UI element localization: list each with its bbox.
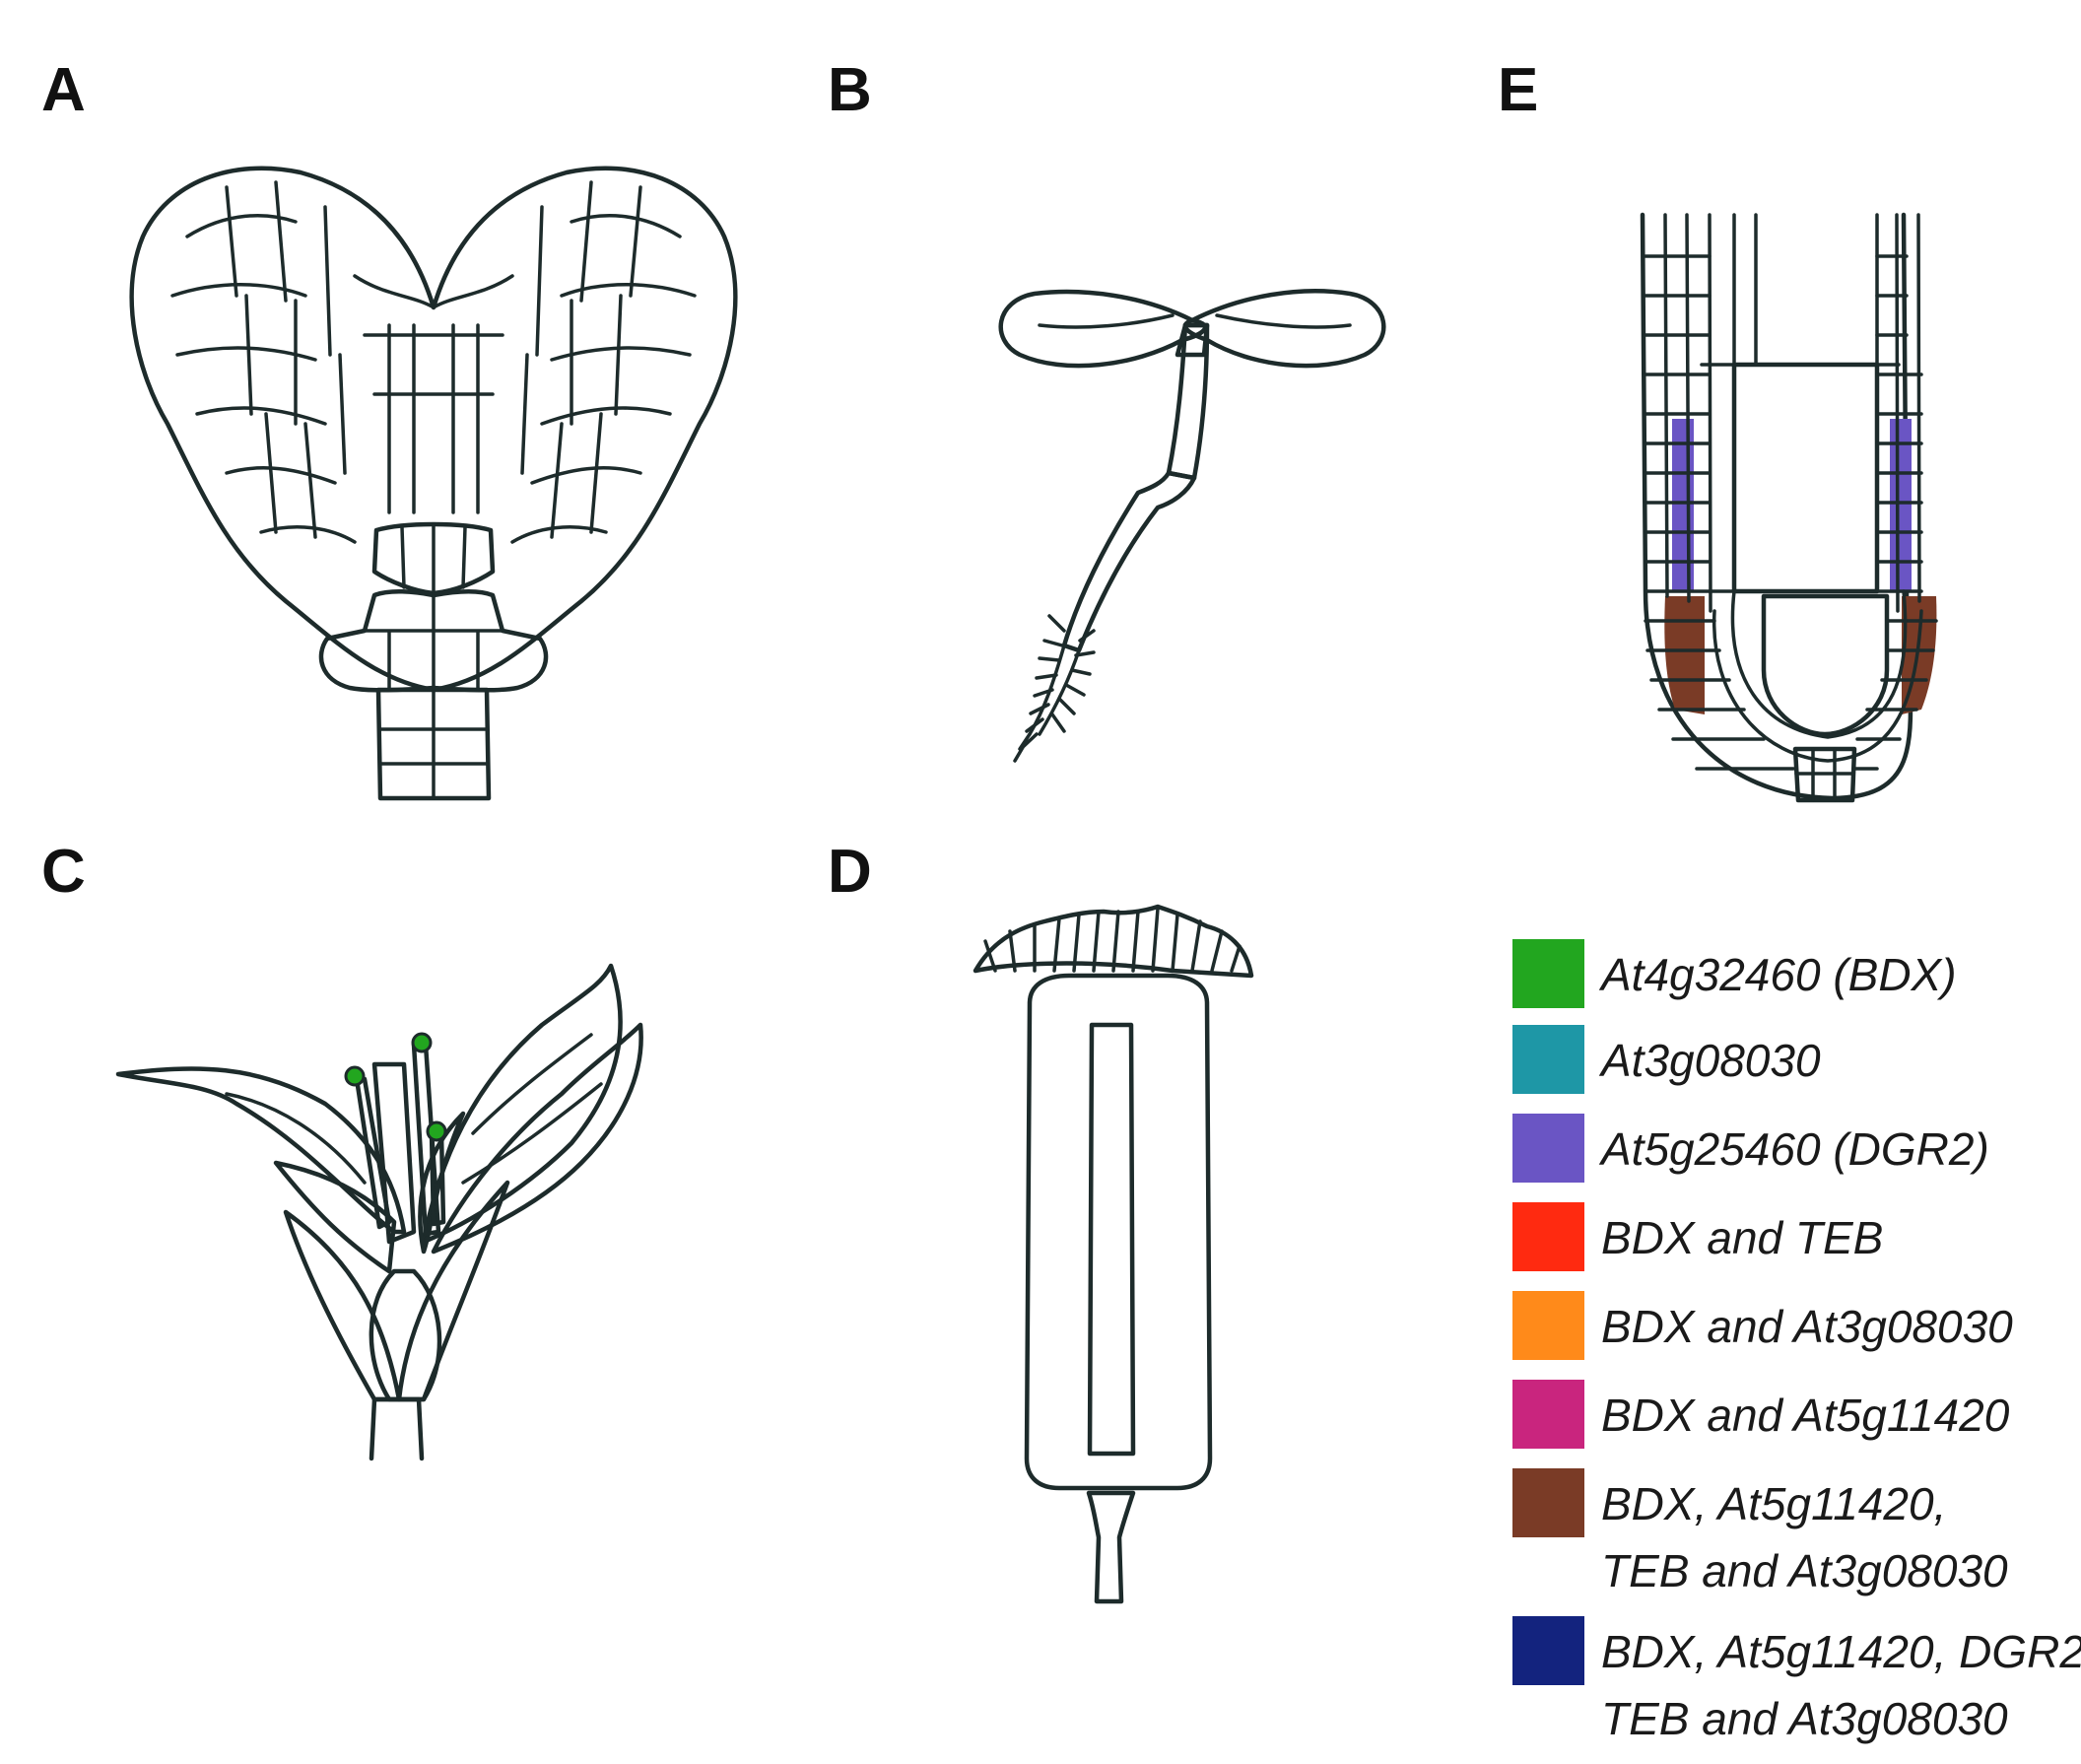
panel-e-root-tip-drawing [1640,212,1938,803]
panel-d-gynoecium-drawing [973,904,1254,1604]
legend-label-1: At4g32460 (BDX) [1598,949,1957,1000]
legend-swatch-3 [1512,1114,1584,1183]
legend-label-6: BDX and At5g11420 [1601,1390,2010,1441]
legend-swatch-7 [1512,1468,1584,1537]
legend-swatch-4 [1512,1202,1584,1271]
legend-swatch-5 [1512,1291,1584,1360]
legend-swatch-1 [1512,939,1584,1008]
legend-label-2: At3g08030 [1598,1035,1821,1086]
legend-label-7-line-1: BDX, At5g11420, [1601,1478,1946,1529]
panel-label-b: B [828,56,872,124]
color-legend: At4g32460 (BDX) At3g08030 At5g25460 (DGR… [1512,939,2081,1744]
panel-c-flower-drawing [115,963,643,1461]
panel-label-c: C [41,838,86,906]
panel-label-a: A [41,56,86,124]
panel-label-e: E [1498,56,1538,124]
legend-label-7-line-2: TEB and At3g08030 [1601,1545,2008,1596]
legend-label-5: BDX and At3g08030 [1601,1301,2013,1352]
legend-swatch-8 [1512,1616,1584,1685]
panel-label-d: D [828,838,872,906]
legend-label-8-line-2: TEB and At3g08030 [1601,1693,2008,1744]
legend-label-4: BDX and TEB [1601,1212,1883,1263]
legend-swatch-6 [1512,1380,1584,1449]
legend-label-8-line-1: BDX, At5g11420, DGR2, [1601,1626,2081,1677]
legend-swatch-2 [1512,1025,1584,1094]
legend-label-3: At5g25460 (DGR2) [1598,1123,1989,1175]
panel-b-seedling-drawing [998,289,1386,763]
panel-a-embryo-drawing [129,166,738,801]
